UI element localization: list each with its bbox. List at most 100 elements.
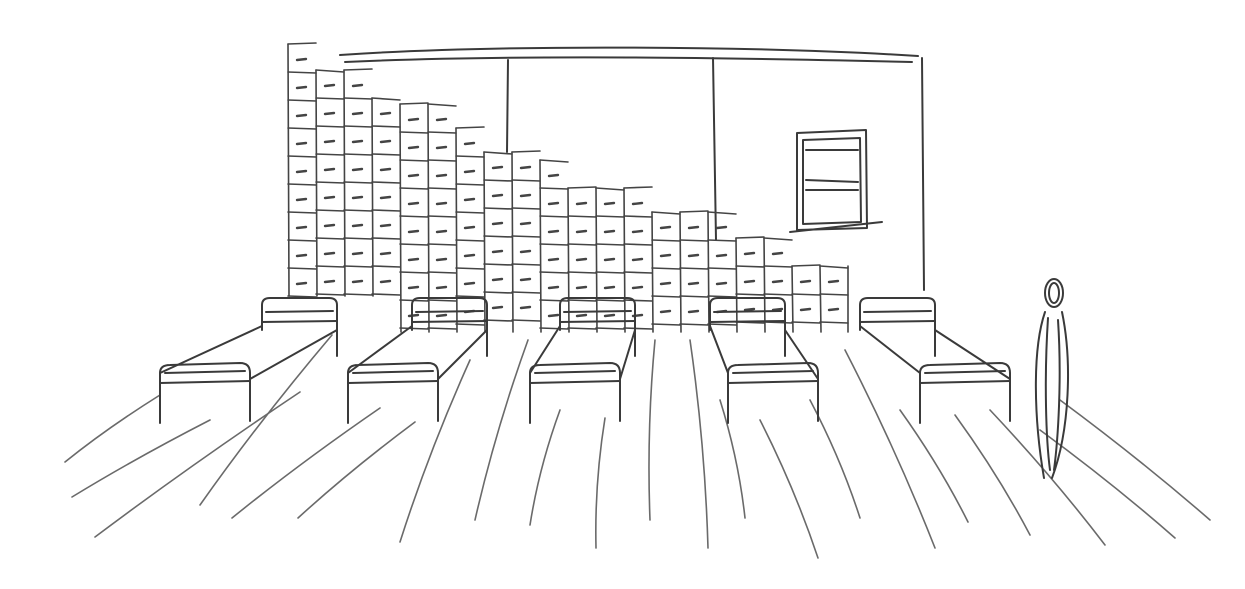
- locker-shelf: [455, 183, 485, 186]
- locker-handle: [379, 251, 392, 256]
- bed-headboard: [559, 297, 636, 357]
- locker-handle: [463, 281, 476, 286]
- locker-handle: [351, 83, 364, 88]
- locker-handle: [435, 173, 448, 178]
- locker-handle: [519, 165, 532, 170]
- bed-pillow-line: [559, 320, 636, 323]
- locker-shelf: [427, 299, 457, 302]
- bed-side-rail: [437, 329, 488, 380]
- locker-handle: [407, 285, 420, 290]
- locker-shelf: [427, 187, 457, 190]
- locker-shelf: [315, 181, 345, 184]
- locker-shelf: [511, 235, 541, 238]
- locker-shelf: [371, 125, 401, 128]
- locker-handle: [295, 253, 308, 258]
- locker-handle: [463, 253, 476, 258]
- locker-top-edge: [623, 186, 653, 189]
- bed: [859, 297, 1011, 424]
- locker-handle: [407, 117, 420, 122]
- floor-line: [64, 394, 161, 463]
- bed-footboard: [919, 362, 1011, 424]
- locker-shelf: [539, 327, 569, 330]
- locker-shelf: [371, 181, 401, 184]
- locker-column-edge: [707, 211, 710, 333]
- figure-body: [1034, 311, 1069, 479]
- bed: [159, 297, 338, 424]
- floor-lines: [64, 334, 1211, 559]
- locker-shelf: [623, 271, 653, 274]
- locker-shelf: [567, 243, 597, 246]
- locker-shelf: [567, 299, 597, 302]
- floor-line: [529, 409, 561, 526]
- locker-shelf: [371, 237, 401, 240]
- floor-line: [71, 419, 211, 498]
- locker-shelf: [511, 207, 541, 210]
- locker-shelf: [511, 263, 541, 266]
- locker-shelf: [343, 97, 373, 100]
- locker-handle: [771, 307, 784, 312]
- locker-handle: [659, 309, 672, 314]
- locker-handle: [827, 307, 840, 312]
- bed-footboard: [347, 362, 439, 424]
- locker-handle: [687, 281, 700, 286]
- bed-mattress-edge: [347, 380, 439, 384]
- bed-row: [159, 297, 1011, 424]
- locker-shelf: [623, 327, 653, 330]
- locker-grid: [287, 42, 849, 333]
- locker-shelf: [343, 293, 373, 296]
- locker-shelf: [623, 299, 653, 302]
- locker-handle: [547, 229, 560, 234]
- locker-shelf: [539, 215, 569, 218]
- locker-shelf: [315, 265, 345, 268]
- locker-handle: [715, 253, 728, 258]
- locker-column-edge: [651, 211, 654, 333]
- floor-line: [648, 339, 656, 521]
- locker-top-edge: [539, 159, 569, 163]
- locker-shelf: [483, 179, 513, 182]
- locker-handle: [295, 225, 308, 230]
- locker-handle: [547, 313, 560, 318]
- locker-shelf: [427, 131, 457, 134]
- floor-line: [474, 339, 529, 521]
- locker-shelf: [455, 211, 485, 214]
- locker-shelf: [707, 295, 737, 298]
- floor-line: [899, 409, 969, 523]
- locker-shelf: [707, 239, 737, 242]
- locker-shelf: [651, 295, 681, 298]
- locker-handle: [659, 253, 672, 258]
- locker-handle: [323, 83, 336, 88]
- locker-handle: [407, 313, 420, 318]
- locker-handle: [435, 117, 448, 122]
- locker-handle: [519, 249, 532, 254]
- locker-shelf: [287, 239, 317, 242]
- locker-top-edge: [511, 150, 541, 153]
- floor-line: [399, 359, 471, 543]
- locker-shelf: [651, 239, 681, 242]
- locker-handle: [463, 225, 476, 230]
- locker-handle: [799, 307, 812, 312]
- locker-shelf: [287, 211, 317, 214]
- floor-line: [199, 334, 333, 506]
- locker-shelf: [455, 267, 485, 270]
- locker-top-edge: [427, 103, 457, 107]
- locker-shelf: [483, 235, 513, 238]
- locker-handle: [407, 257, 420, 262]
- locker-shelf: [763, 293, 793, 296]
- locker-handle: [295, 141, 308, 146]
- locker-handle: [435, 313, 448, 318]
- locker-shelf: [651, 323, 681, 326]
- bed-footboard-rail: [924, 370, 1006, 374]
- locker-handle: [435, 145, 448, 150]
- locker-handle: [771, 279, 784, 284]
- locker-handle: [603, 201, 616, 206]
- locker-shelf: [371, 153, 401, 156]
- locker-handle: [463, 169, 476, 174]
- locker-shelf: [763, 265, 793, 268]
- bed-side-rail: [619, 329, 636, 380]
- bed-side-rail: [249, 329, 338, 380]
- locker-handle: [407, 145, 420, 150]
- locker-handle: [295, 169, 308, 174]
- locker-shelf: [371, 293, 401, 296]
- locker-handle: [379, 139, 392, 144]
- back-wall: [339, 46, 925, 291]
